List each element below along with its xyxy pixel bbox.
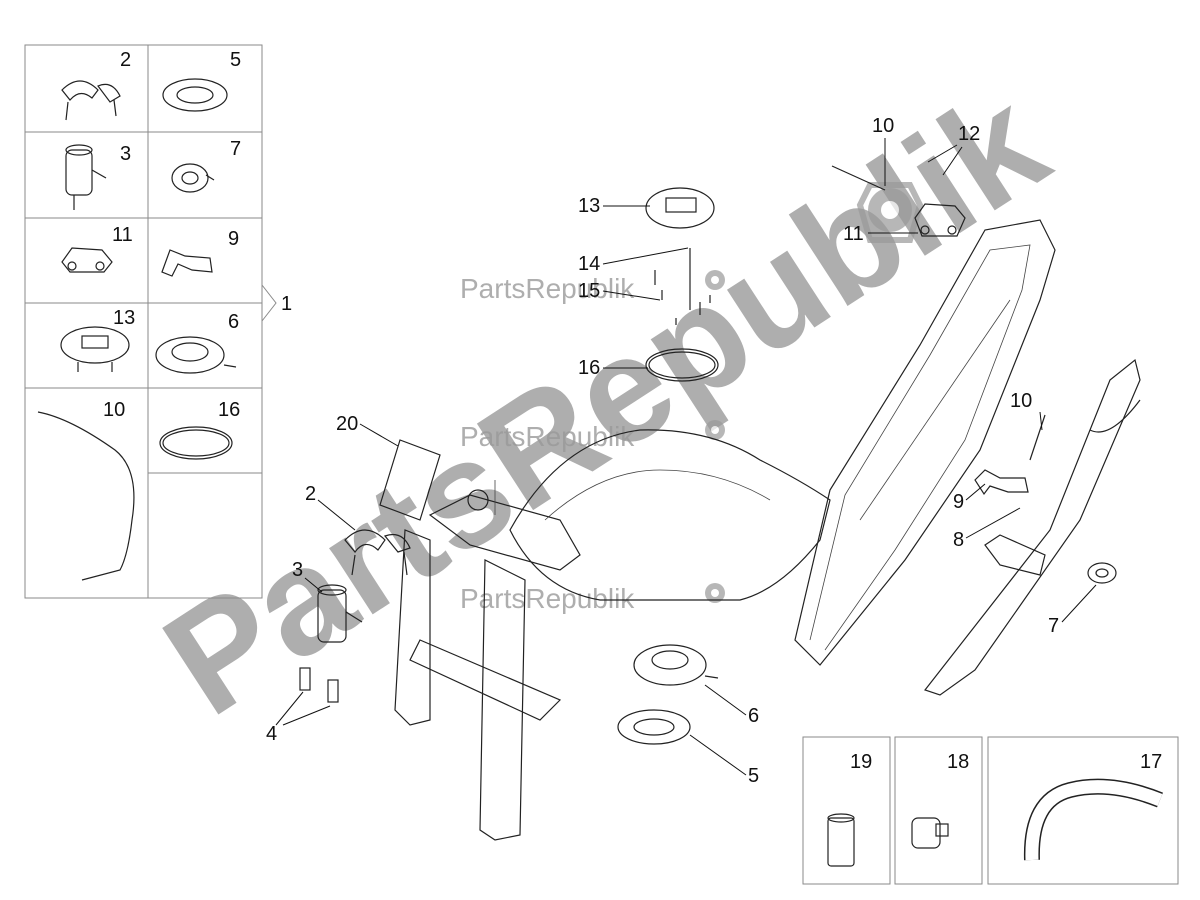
callout-20: 20 <box>336 413 358 435</box>
bracket-icon <box>974 469 1029 496</box>
fuel-cap-icon <box>60 326 130 372</box>
fuel-cap-icon <box>645 187 715 229</box>
bolts-icon <box>299 667 339 703</box>
kit-label-9: 9 <box>228 228 239 250</box>
watermark-small-text-2: PartsRepublik <box>460 421 635 452</box>
kit-label-10: 10 <box>103 399 125 421</box>
kit-box: 2 5 3 7 11 9 13 6 10 16 1 <box>24 44 292 599</box>
latch-icon <box>914 203 966 237</box>
kit-label-13: 13 <box>113 307 135 329</box>
watermark: PartsRepublik PartsRepublik PartsRepubli… <box>136 56 1074 747</box>
latch-icon <box>61 247 113 273</box>
accessory-label-19: 19 <box>850 751 872 773</box>
cable-icon <box>831 165 1046 461</box>
callout-10-right: 10 <box>1010 390 1032 412</box>
spacer-icon <box>827 813 855 867</box>
kit-box-frame <box>24 44 263 599</box>
hose-clamp-icon <box>911 817 949 849</box>
frame-drawing <box>394 219 1141 841</box>
ignition-switch-icon <box>317 584 363 643</box>
gear-icon <box>705 182 924 603</box>
kit-label-11: 11 <box>112 224 133 246</box>
lock-cylinder-icon <box>171 163 215 193</box>
callout-6: 6 <box>748 705 759 727</box>
kit-label-6: 6 <box>228 311 239 333</box>
callout-13: 13 <box>578 195 600 217</box>
kit-label-7: 7 <box>230 138 241 160</box>
key-icon <box>61 80 121 121</box>
callout-4: 4 <box>266 723 277 745</box>
filler-ring-icon <box>155 336 237 374</box>
callout-15: 15 <box>578 280 600 302</box>
cable-icon <box>37 411 135 581</box>
kit-group-label: 1 <box>281 293 292 315</box>
screws-icon <box>654 248 711 325</box>
callout-14: 14 <box>578 253 600 275</box>
callout-5: 5 <box>748 765 759 787</box>
accessory-box-19 <box>802 736 891 885</box>
callout-16: 16 <box>578 357 600 379</box>
kit-label-2: 2 <box>120 49 131 71</box>
ignition-switch-icon <box>65 144 107 210</box>
gasket-icon <box>617 709 691 745</box>
callout-9: 9 <box>953 491 964 513</box>
gasket-icon <box>162 78 228 112</box>
kit-label-16: 16 <box>218 399 240 421</box>
key-tag-icon <box>379 439 441 521</box>
callout-11: 11 <box>843 223 864 245</box>
callout-2: 2 <box>305 483 316 505</box>
accessory-box-17 <box>987 736 1179 885</box>
bracket-icon <box>161 249 213 277</box>
accessory-label-18: 18 <box>947 751 969 773</box>
filler-ring-icon <box>633 644 719 686</box>
watermark-small-text-1: PartsRepublik <box>460 273 635 304</box>
callout-7: 7 <box>1048 615 1059 637</box>
accessory-label-17: 17 <box>1140 751 1162 773</box>
exploded-parts <box>299 165 1117 745</box>
callout-3: 3 <box>292 559 303 581</box>
kit-label-5: 5 <box>230 49 241 71</box>
hose-icon <box>1023 778 1163 861</box>
callout-8: 8 <box>953 529 964 551</box>
kit-label-3: 3 <box>120 143 131 165</box>
lock-cylinder-icon <box>1087 562 1117 584</box>
callout-12: 12 <box>958 123 980 145</box>
watermark-big-text: PartsRepublik <box>136 56 1074 747</box>
o-ring-icon <box>159 426 233 460</box>
accessory-boxes: 19 18 17 <box>802 736 1179 885</box>
key-icon <box>344 529 411 576</box>
callouts: 10 12 11 13 14 15 16 20 2 3 4 6 5 10 9 8… <box>266 115 1097 787</box>
callout-10-top: 10 <box>872 115 894 137</box>
watermark-small-text-3: PartsRepublik <box>460 583 635 614</box>
o-ring-icon <box>645 348 719 382</box>
accessory-box-18 <box>894 736 983 885</box>
